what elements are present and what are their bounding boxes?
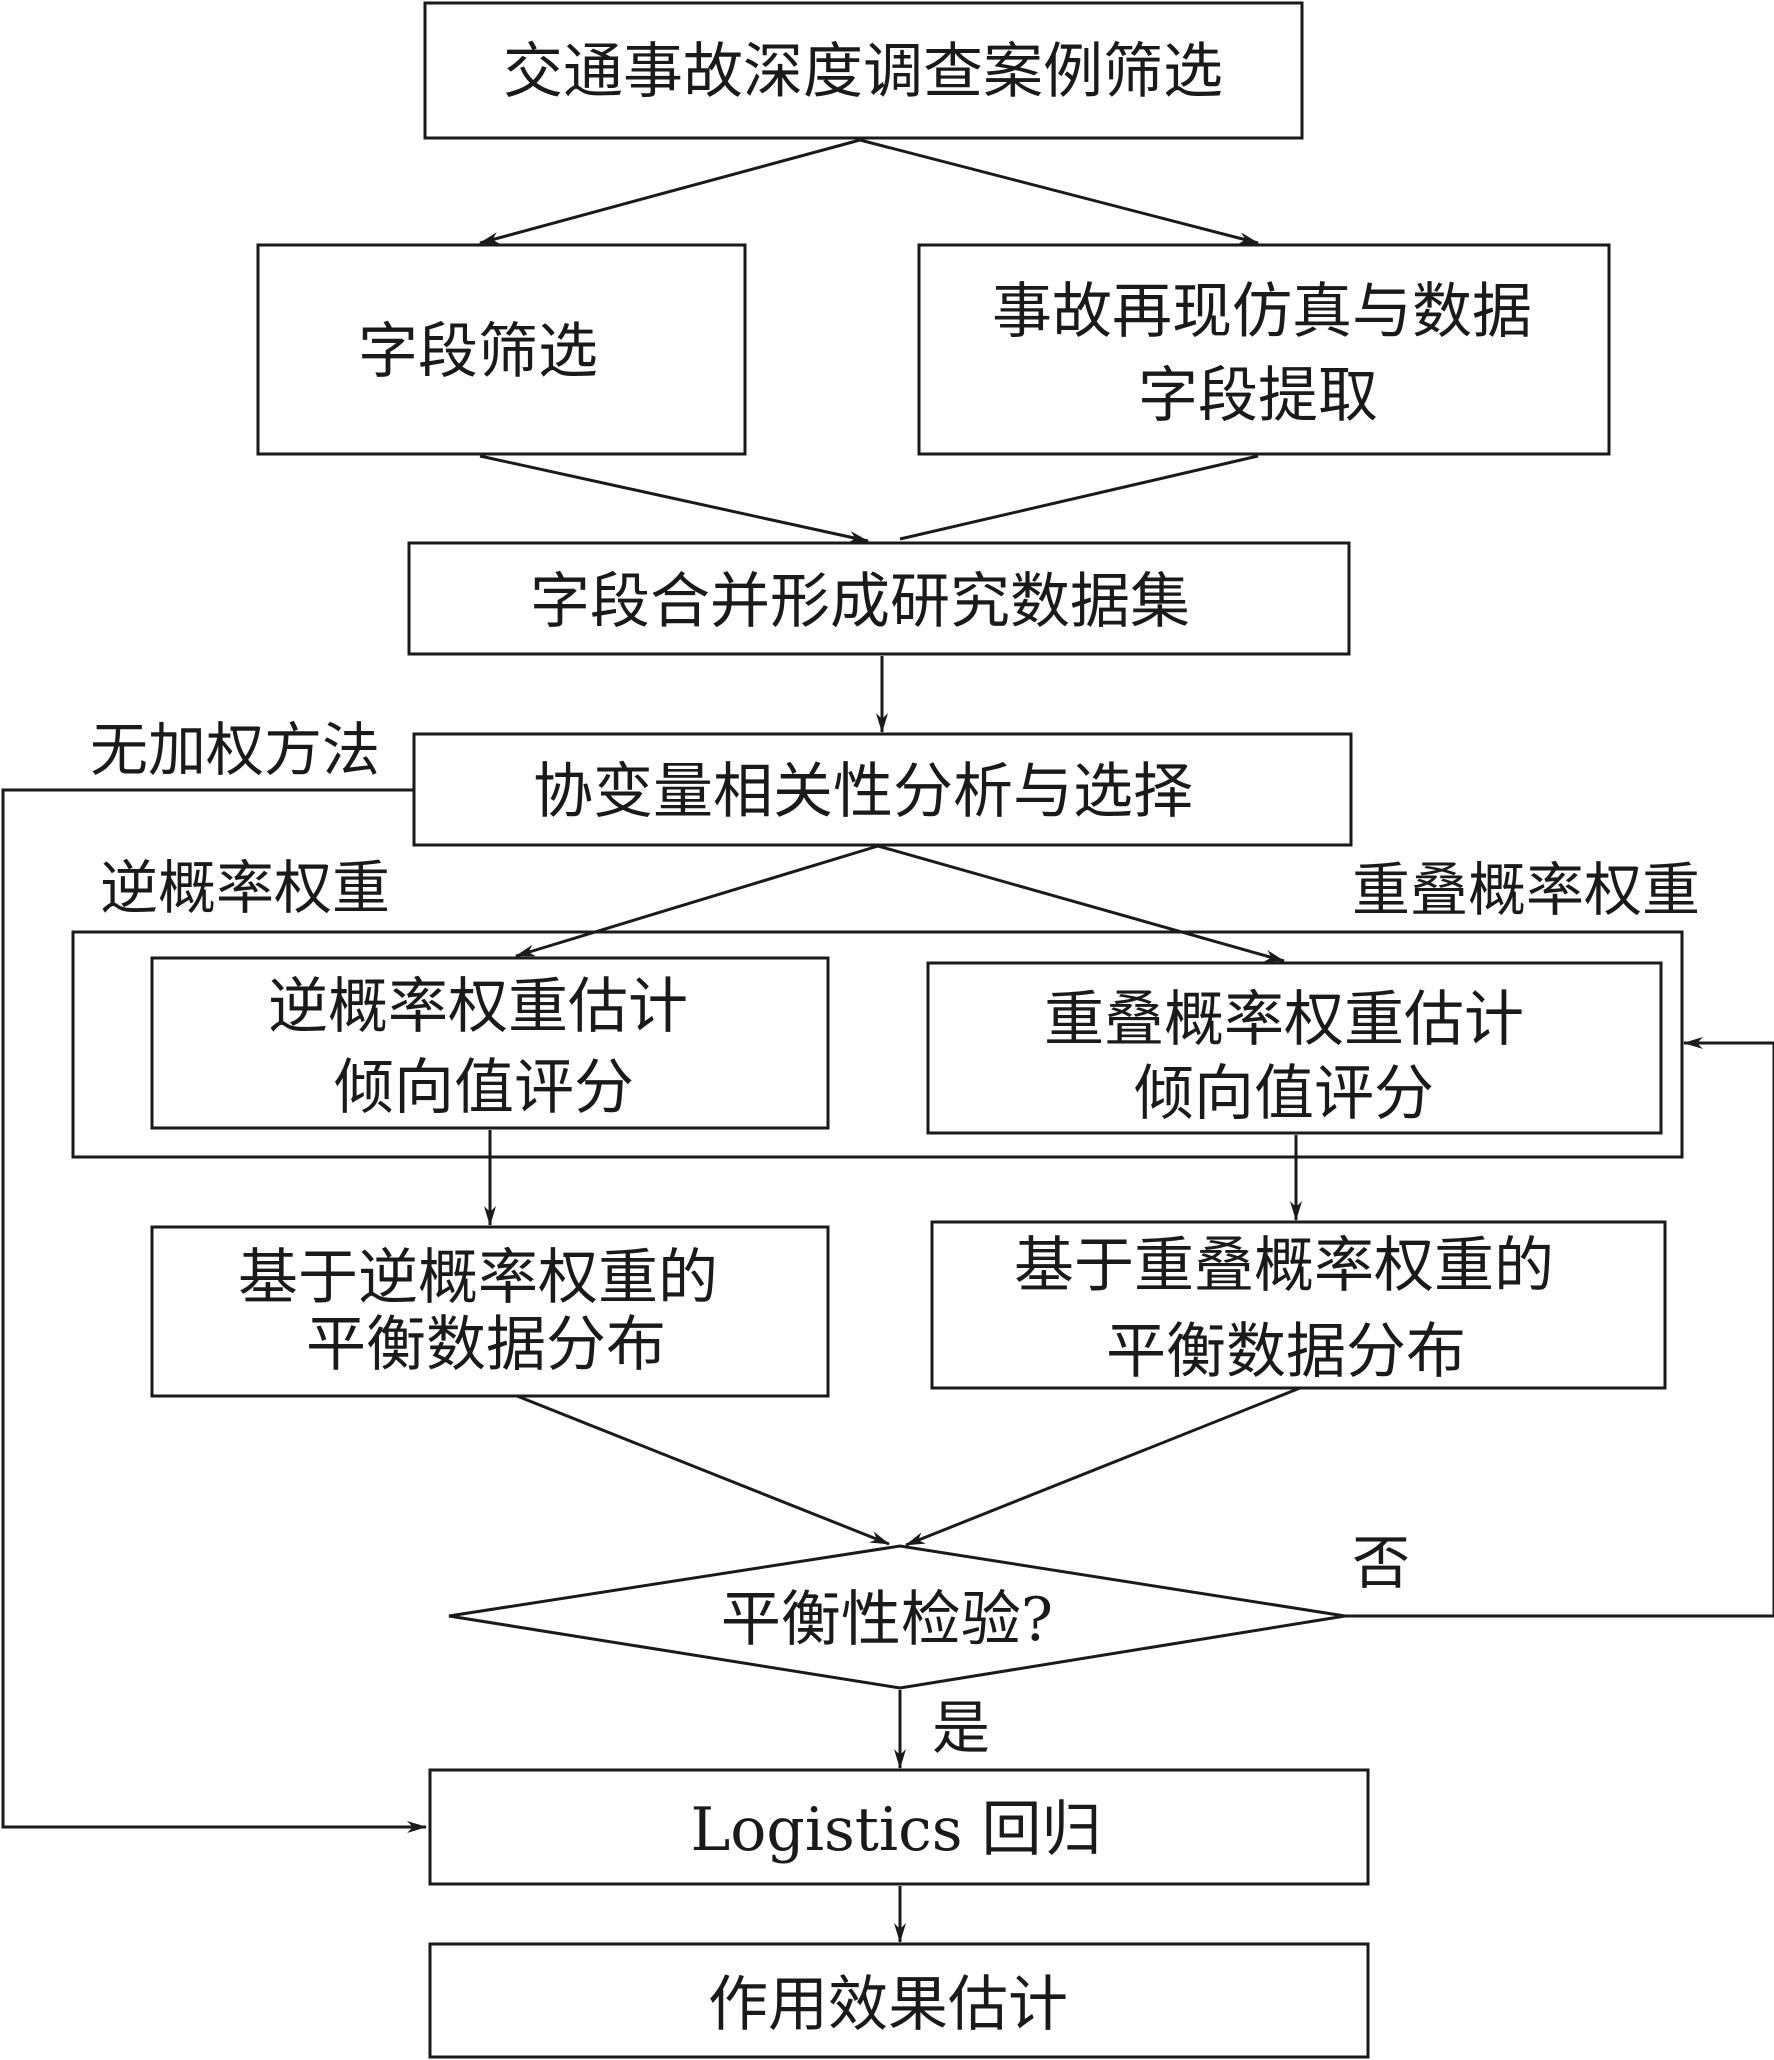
merge-dataset-label: 字段合并形成研究数据集 bbox=[530, 567, 1190, 637]
ipw-label: 逆概率权重 bbox=[100, 854, 390, 922]
arrow-covariate-to-ow bbox=[877, 844, 1285, 963]
node-ow-estimate: 重叠概率权重估计 倾向值评分 bbox=[926, 961, 1663, 1135]
arrow-field-to-merge bbox=[479, 454, 869, 543]
node-reconstruction: 事故再现仿真与数据 字段提取 bbox=[917, 243, 1611, 456]
ow-balance-label-line2: 平衡数据分布 bbox=[1106, 1317, 1466, 1387]
no-weight-label: 无加权方法 bbox=[90, 716, 380, 784]
arrow-covariate-to-ipw bbox=[515, 844, 879, 958]
yes-label: 是 bbox=[932, 1694, 990, 1762]
arrow-ow-balance-to-check bbox=[905, 1386, 1301, 1547]
node-field-screening: 字段筛选 bbox=[256, 243, 747, 456]
field-screening-label: 字段筛选 bbox=[358, 317, 598, 387]
ipw-estimate-label-line2: 倾向值评分 bbox=[334, 1053, 634, 1123]
ipw-balance-label-line1: 基于逆概率权重的 bbox=[238, 1243, 718, 1313]
node-merge-dataset: 字段合并形成研究数据集 bbox=[407, 541, 1351, 656]
node-case-screening: 交通事故深度调查案例筛选 bbox=[423, 1, 1304, 140]
logistics-label: Logistics 回归 bbox=[690, 1795, 1101, 1865]
arrow-ipw-balance-to-check bbox=[511, 1392, 890, 1546]
weighting-frame bbox=[71, 930, 1684, 1159]
ow-label: 重叠概率权重 bbox=[1352, 856, 1700, 924]
balance-check-label: 平衡性检验? bbox=[721, 1585, 1053, 1655]
ipw-estimate-label-line1: 逆概率权重估计 bbox=[268, 972, 688, 1042]
connectors bbox=[1, 138, 1774, 1943]
node-ipw-balance: 基于逆概率权重的 平衡数据分布 bbox=[150, 1225, 830, 1398]
ow-balance-label-line1: 基于重叠概率权重的 bbox=[1014, 1231, 1554, 1301]
arrow-case-to-field bbox=[479, 138, 861, 245]
arrow-check-no-feedback bbox=[1345, 1037, 1774, 1618]
case-screening-label: 交通事故深度调查案例筛选 bbox=[503, 37, 1223, 107]
node-ipw-estimate: 逆概率权重估计 倾向值评分 bbox=[150, 956, 830, 1130]
no-label: 否 bbox=[1352, 1529, 1410, 1597]
ow-estimate-label-line1: 重叠概率权重估计 bbox=[1044, 985, 1524, 1055]
covariate-analysis-label: 协变量相关性分析与选择 bbox=[533, 757, 1193, 827]
reconstruction-label-line1: 事故再现仿真与数据 bbox=[992, 277, 1532, 347]
node-logistics: Logistics 回归 bbox=[428, 1768, 1370, 1886]
node-balance-check: 平衡性检验? bbox=[448, 1544, 1346, 1690]
reconstruction-label-line2: 字段提取 bbox=[1138, 361, 1378, 431]
node-effect-estimate: 作用效果估计 bbox=[428, 1942, 1370, 2059]
effect-estimate-label: 作用效果估计 bbox=[708, 1970, 1068, 2040]
arrow-no-weight-bypass bbox=[1, 788, 427, 1833]
node-covariate-analysis: 协变量相关性分析与选择 bbox=[412, 732, 1353, 847]
arrow-case-to-reconstruction bbox=[859, 138, 1259, 245]
line-reconstruction-to-merge bbox=[899, 454, 1259, 541]
ow-estimate-label-line2: 倾向值评分 bbox=[1134, 1059, 1434, 1129]
node-ow-balance: 基于重叠概率权重的 平衡数据分布 bbox=[930, 1220, 1667, 1390]
ipw-balance-label-line2: 平衡数据分布 bbox=[306, 1310, 666, 1380]
